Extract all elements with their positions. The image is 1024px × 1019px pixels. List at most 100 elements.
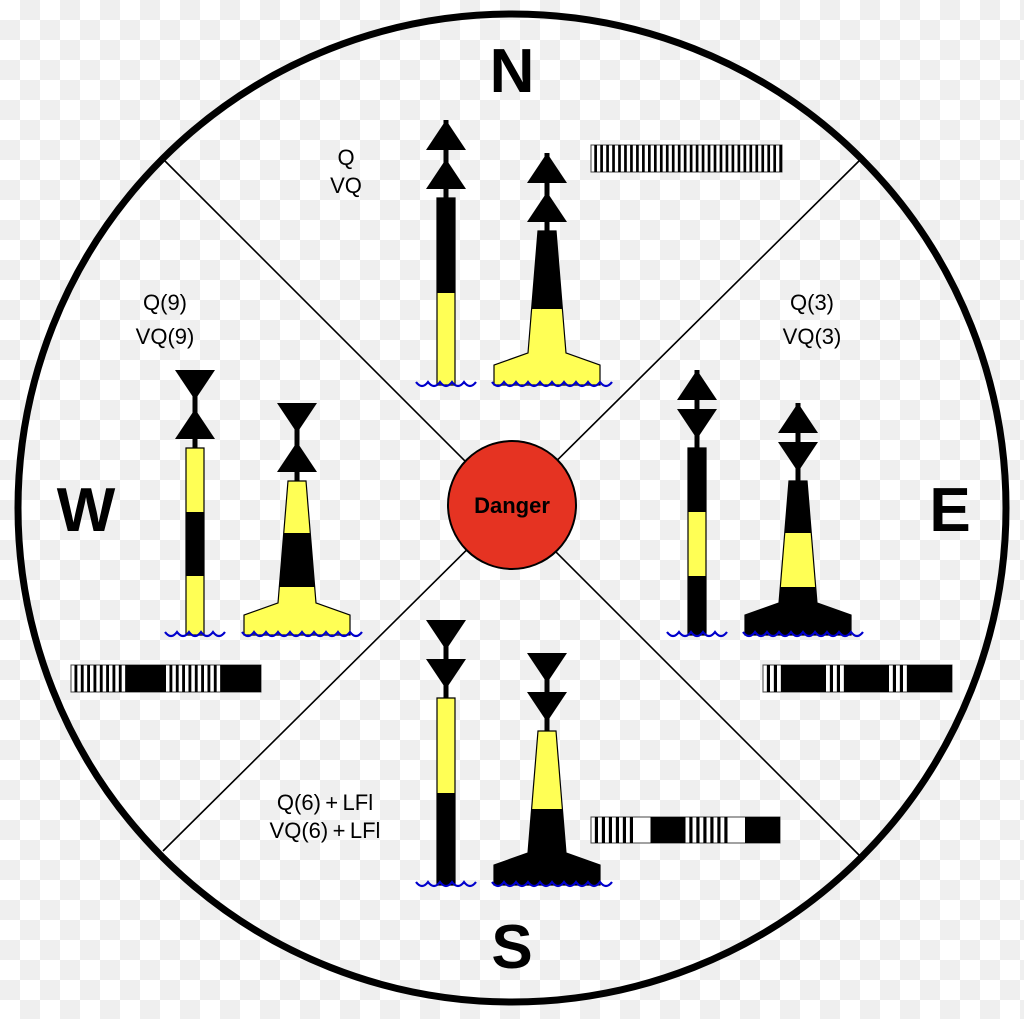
south-eclipse [650,817,686,843]
west-flash-gap [118,665,122,692]
south-flash-gap [724,817,728,843]
south-flash-gap [608,817,612,843]
south-flash-gap [615,817,619,843]
south-flash-gap [710,817,714,843]
south-light-vq: VQ(6) + LFl [270,818,381,843]
north-flash-gap [671,145,675,172]
north-flash-gap [653,145,657,172]
north-pillar-buoy-body [494,231,600,385]
north-flash-gap [594,145,597,172]
danger-label: Danger [474,493,550,518]
west-spar-buoy-topmark-cone-down-icon [175,370,215,400]
west-pillar-buoy-topmark-cone-down-icon [277,403,317,433]
north-spar-buoy-topmark-cone-up-icon [426,159,466,189]
west-flash-gap [201,665,204,692]
west-spar-buoy-band-yellow [186,576,204,635]
east-pillar-buoy-outline [744,480,852,636]
south-spar-buoy-topmark-cone-down-icon [426,659,466,689]
south-eclipse [745,817,780,843]
west-flash-gap [99,665,103,692]
east-flash-gap [836,665,840,692]
west-flash-gap [112,665,116,692]
east-spar-buoy-band-black [688,576,706,635]
north-flash-gap [618,145,621,172]
north-flash-gap [695,145,699,172]
west-flash-gap [213,665,217,692]
north-flash-gap [773,145,777,172]
south-pillar-buoy-water-icon [491,880,613,888]
south-pillar-buoy-band-black [494,809,600,885]
south-flash-gap [717,817,721,843]
east-light-vq: VQ(3) [783,324,842,349]
north-flash-gap [755,145,759,172]
east-pillar-buoy-topmark-cone-down-icon [778,442,818,472]
east-flash-gap [773,665,777,692]
south-flash-gap [601,817,605,843]
north-flash-gap [707,145,711,172]
north-flash-gap [600,145,603,172]
south-pillar-buoy-band-yellow [494,731,600,809]
south-pillar-buoy-body [494,731,600,885]
west-flash-gap [106,665,109,692]
south-spar-buoy-band-yellow [437,698,455,793]
east-flash-gap [829,665,833,692]
danger-circle [447,440,577,570]
west-flash-gap [188,665,192,692]
east-pillar-buoy-band-yellow [745,533,851,587]
north-flash-gap [725,145,729,172]
south-flash-gap [629,817,633,843]
north-flash-gap [642,145,645,172]
west-spar-buoy-body [186,448,204,635]
south-spar-buoy-body [437,698,455,885]
letter-east: E [929,476,970,545]
letter-north: N [490,37,535,106]
south-flash-gap [622,817,626,843]
north-pillar-buoy-topmark-cone-up-icon [527,153,567,183]
north-spar-buoy-water-icon [415,380,477,388]
north-flash-gap [683,145,687,172]
south-flash-gap [703,817,707,843]
west-pillar-buoy-body [244,481,350,635]
south-spar-buoy-water-icon [415,880,477,888]
south-spar-buoy-band-black [437,793,455,885]
north-flash-gap [677,145,681,172]
north-flash-gap [743,145,747,172]
east-spar-buoy-topmark-cone-down-icon [677,409,717,439]
east-pillar-buoy-water-icon [742,630,864,638]
east-spar-buoy-body [688,448,706,635]
north-light-pattern [590,144,783,173]
west-flash-gap [207,665,211,692]
east-eclipse [910,665,952,692]
west-flash-gap [125,665,128,692]
east-flash-gap [766,665,770,692]
north-spar-buoy-band-black [437,198,455,293]
north-flash-gap [648,145,651,172]
east-light-q: Q(3) [790,290,834,315]
west-flash-gap [175,665,179,692]
east-flash-gap [892,665,896,692]
north-flash-gap [737,145,741,172]
east-cardinal-mark [666,370,864,638]
west-pillar-buoy-band-black [244,533,350,587]
north-pillar-buoy-band-black [494,231,600,309]
north-flash-gap [606,145,609,172]
east-eclipse [784,665,826,692]
north-light-vq: VQ [330,173,362,198]
south-light-q: Q(6) + LFl [277,790,373,815]
north-flash-gap [749,145,753,172]
north-flash-gap [701,145,705,172]
north-flash-gap [665,145,669,172]
north-pillar-buoy-band-yellow [494,309,600,385]
west-flash-gap [220,665,223,692]
west-spar-buoy-band-yellow [186,448,204,512]
north-spar-buoy-topmark-cone-up-icon [426,120,466,150]
west-flash-gap [169,665,173,692]
west-light-q: Q(9) [143,290,187,315]
compass-circle [14,10,1010,1006]
letter-south: S [491,913,532,982]
west-flash-gap [194,665,198,692]
west-pillar-buoy-water-icon [241,630,363,638]
east-pillar-buoy-band-black [745,481,851,533]
west-light-pattern [70,664,262,693]
east-light-pattern [762,664,953,693]
